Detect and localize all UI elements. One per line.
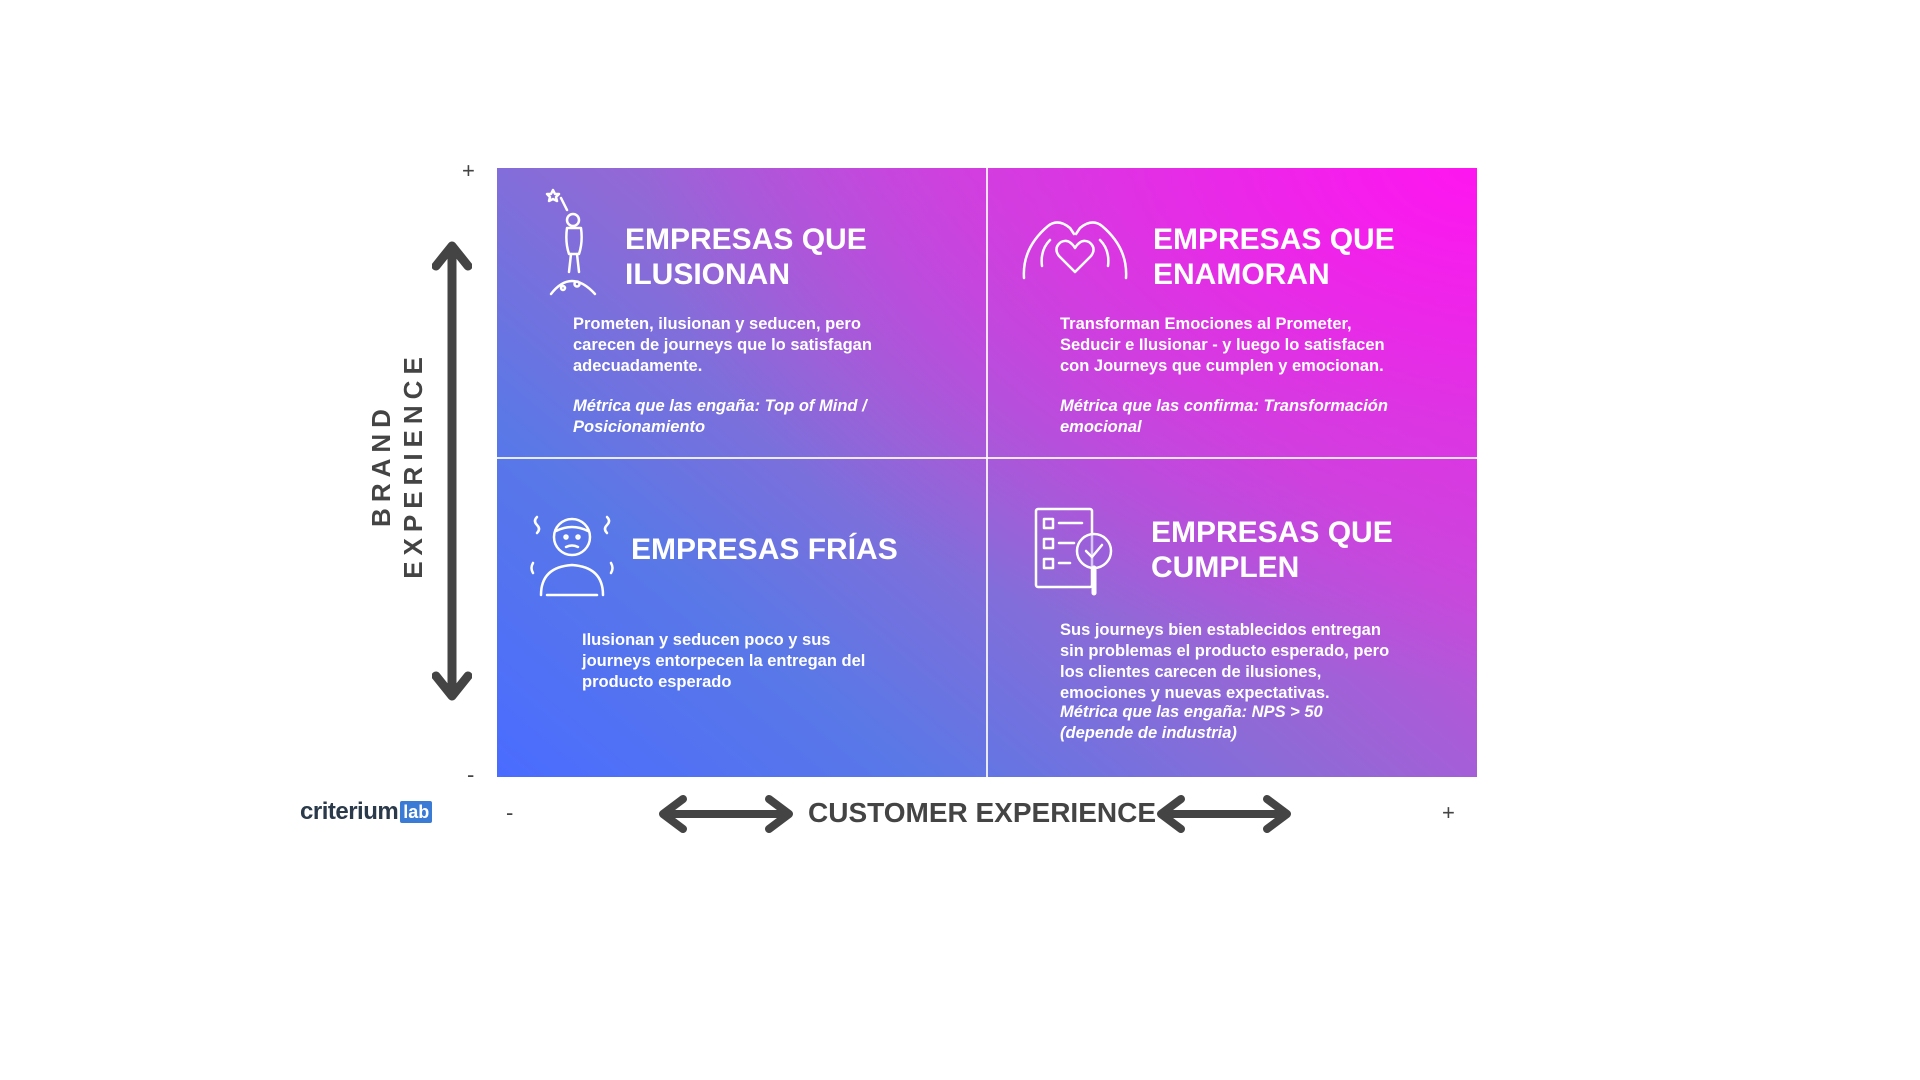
x-axis-right-arrow-icon: [1157, 795, 1291, 833]
x-axis-minus: -: [506, 800, 514, 825]
quadrant-cumplen: EMPRESAS QUE CUMPLEN Sus journeys bien e…: [988, 459, 1477, 777]
y-axis-label: BRAND EXPERIENCE: [362, 351, 432, 579]
y-axis-label-line2: EXPERIENCE: [398, 351, 428, 579]
vertical-divider: [986, 168, 988, 777]
cold-person-icon: [530, 515, 614, 597]
logo-text: criterium: [300, 798, 399, 825]
quadrant-cumplen-title: EMPRESAS QUE CUMPLEN: [1151, 516, 1393, 584]
criteriumlab-logo: criterium lab: [300, 797, 433, 827]
x-axis-left-arrow-icon: [659, 795, 793, 833]
quadrant-cumplen-description: Sus journeys bien establecidos entregan …: [1060, 621, 1390, 702]
checklist-magnifier-icon: [1034, 507, 1113, 596]
quadrant-frias-title: EMPRESAS FRÍAS: [631, 533, 898, 566]
quadrant-enamoran-title: EMPRESAS QUE ENAMORAN: [1153, 223, 1395, 291]
quadrant-frias: EMPRESAS FRÍAS Ilusionan y seducen poco …: [497, 459, 986, 777]
quadrant-ilusionan-metric: Métrica que las engaña: Top of Mind / Po…: [573, 397, 867, 436]
y-axis-arrow-icon: [432, 241, 472, 701]
x-axis-label: CUSTOMER EXPERIENCE: [808, 797, 1156, 828]
quadrant-frias-description: Ilusionan y seducen poco y sus journeys …: [582, 631, 866, 691]
y-axis-plus: +: [462, 158, 475, 183]
quadrant-ilusionan: EMPRESAS QUE ILUSIONAN Prometen, ilusion…: [497, 168, 986, 457]
quadrant-enamoran-metric: Métrica que las confirma: Transformación…: [1060, 397, 1388, 436]
y-axis-label-line1: BRAND: [366, 403, 396, 527]
horizontal-divider: [497, 457, 1477, 459]
quadrant-ilusionan-description: Prometen, ilusionan y seducen, pero care…: [573, 315, 872, 375]
x-axis-plus: +: [1442, 800, 1455, 825]
child-reaching-star-icon: [545, 188, 597, 296]
logo-badge: lab: [400, 801, 433, 823]
quadrant-enamoran: EMPRESAS QUE ENAMORAN Transforman Emocio…: [988, 168, 1477, 457]
quadrant-ilusionan-title: EMPRESAS QUE ILUSIONAN: [625, 223, 867, 291]
quadrant-enamoran-description: Transforman Emociones al Prometer, Seduc…: [1060, 315, 1385, 375]
y-axis-minus: -: [467, 762, 475, 787]
quadrant-cumplen-metric: Métrica que las engaña: NPS > 50 (depend…: [1060, 703, 1323, 742]
hands-heart-icon: [1022, 221, 1128, 280]
experience-matrix: EMPRESAS QUE ILUSIONAN Prometen, ilusion…: [497, 168, 1477, 777]
